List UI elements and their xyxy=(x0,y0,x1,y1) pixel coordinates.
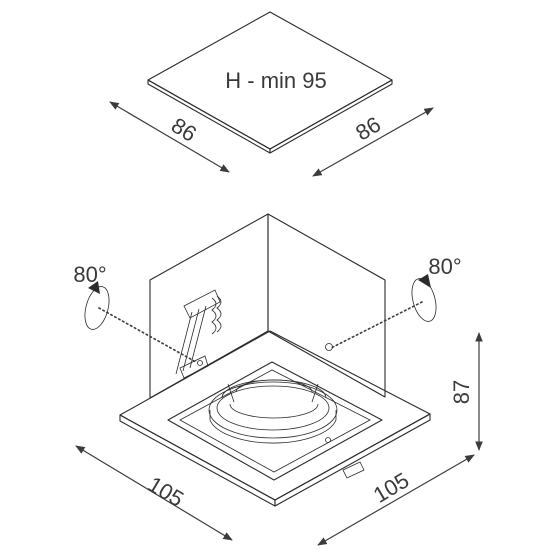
width-right-label: 105 xyxy=(369,467,413,507)
trim-screw xyxy=(325,437,331,443)
cutout-depth-label: H - min 95 xyxy=(225,68,326,93)
cutout-width-left-label: 86 xyxy=(167,113,201,147)
housing-left-face xyxy=(149,213,269,399)
cutout-width-right-label: 86 xyxy=(351,112,385,146)
cutout-width-left-dimension xyxy=(109,101,230,173)
tilt-right-indicator: 80° xyxy=(330,254,462,349)
housing-screw xyxy=(325,343,333,351)
housing-right-face xyxy=(267,213,386,398)
width-left-label: 105 xyxy=(144,471,188,511)
fixture-diagram: 80° 80° 87 105 105 xyxy=(73,213,483,546)
cutout-diagram: H - min 95 86 86 xyxy=(109,11,434,177)
tilt-left-label: 80° xyxy=(73,262,106,287)
height-label: 87 xyxy=(449,380,474,404)
inner-frame xyxy=(167,361,383,481)
width-right-dimension xyxy=(317,454,475,546)
trim-right-edge xyxy=(274,413,431,507)
lamp-ring xyxy=(208,379,338,444)
trim-top-face xyxy=(119,330,431,501)
cutout-width-right-dimension xyxy=(312,107,434,177)
spring-clip xyxy=(175,289,222,379)
inner-frame-bevel xyxy=(179,369,371,473)
tilt-right-label: 80° xyxy=(428,254,461,279)
cutout-right-edge xyxy=(269,79,393,154)
trim-tab xyxy=(342,461,365,479)
width-left-dimension xyxy=(75,445,233,541)
tilt-left-indicator: 80° xyxy=(73,262,197,363)
